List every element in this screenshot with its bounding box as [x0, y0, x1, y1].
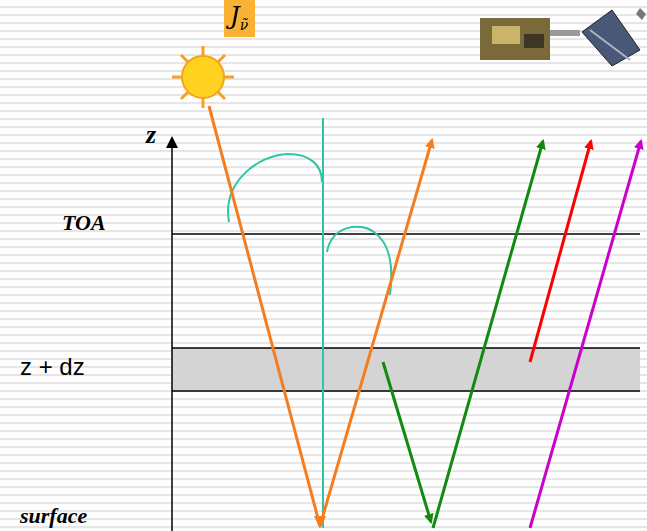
z-axis	[171, 146, 173, 531]
symbol-text: J	[230, 2, 240, 30]
axis-label: z	[146, 120, 156, 150]
subscript-text: ν̃	[240, 17, 249, 33]
emission-ray	[383, 362, 431, 522]
surface-emission-ray	[530, 141, 641, 528]
scatter-arc	[228, 154, 322, 222]
solar-ray	[209, 106, 320, 526]
layer-emission-ray	[530, 141, 591, 362]
reflected-ray	[320, 140, 432, 526]
satellite-icon	[480, 8, 646, 66]
sun-icon	[172, 46, 234, 108]
source-term-box: Jν̃	[224, 0, 255, 37]
scatter-arc	[327, 227, 391, 295]
axis-label: surface	[20, 503, 87, 529]
axis-label: TOA	[62, 210, 106, 236]
axis-label: z + dz	[20, 353, 85, 381]
reflected-emission-ray	[433, 141, 543, 528]
